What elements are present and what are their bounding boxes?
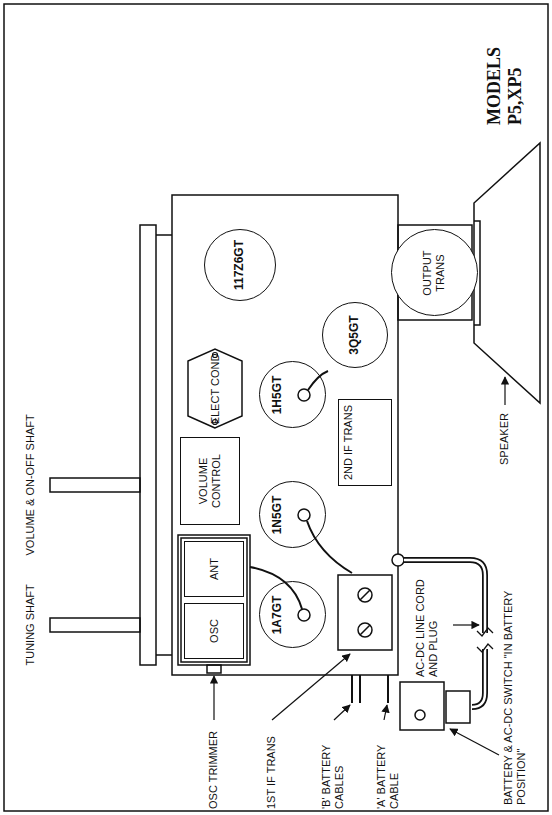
leader-line <box>272 654 350 720</box>
tuning-shaft <box>50 618 140 632</box>
chassis <box>172 195 398 675</box>
leader-line <box>213 676 214 720</box>
volume-shaft <box>50 478 140 492</box>
leader-line <box>450 729 499 755</box>
tube-top-cap <box>298 609 310 621</box>
grid-lead <box>307 521 352 573</box>
callout-label: OSC TRIMMER <box>207 723 220 809</box>
part-label: 1H5GT <box>271 376 285 415</box>
part-label: ANT <box>208 558 221 580</box>
tube-socket: 1H5GT <box>259 362 326 429</box>
gang-frame <box>178 535 250 665</box>
cord-break <box>477 628 493 652</box>
leader-lines <box>214 377 505 755</box>
gang-section-box: OSC <box>184 603 244 659</box>
leader-line <box>384 705 387 720</box>
leader-line <box>453 624 479 625</box>
line-plug <box>446 691 470 723</box>
tube-top-cap <box>298 509 310 521</box>
callout-label: SPEAKER <box>498 413 511 465</box>
tube-socket: 1N5GT <box>259 482 326 549</box>
screw-slot <box>360 590 370 635</box>
cable-label: 'A' BATTERY CABLE <box>375 723 401 809</box>
part-label: OSC <box>208 619 221 643</box>
cord-core <box>404 560 485 707</box>
b-battery-cables <box>352 675 360 703</box>
battery-switch <box>400 682 444 730</box>
chassis-outline <box>4 4 548 811</box>
leader-line <box>334 705 350 720</box>
dial-bracket <box>156 235 172 655</box>
osc-trimmer <box>207 665 221 673</box>
shaft-label: TUNING SHAFT <box>24 584 37 665</box>
callout-label: 1ST IF TRANS <box>265 723 278 809</box>
cord-outline <box>404 560 485 707</box>
dial-plate <box>140 225 156 665</box>
gang-section-box: ANT <box>184 541 244 597</box>
a-battery-cable <box>387 675 389 703</box>
tube-socket: 1A7GT <box>259 582 326 649</box>
shaft-label: VOLUME & ON-OFF SHAFT <box>24 414 37 555</box>
cable-label: 'B' BATTERY CABLES <box>320 723 346 809</box>
callout-label: BATTERY & AC-DC SWITCH "IN BATTERY POSIT… <box>502 555 528 805</box>
tube-socket: 3Q5GT <box>322 302 388 368</box>
part-label: 117Z6GT <box>233 240 247 290</box>
part-label: VOLUME CONTROL <box>197 438 222 524</box>
part-label: 1A7GT <box>271 596 285 635</box>
tube-socket: 117Z6GT <box>204 229 276 301</box>
tube-top-cap <box>298 389 310 401</box>
part-label: OUTPUT TRANS <box>421 231 446 316</box>
cord-grommet <box>392 554 404 566</box>
capacitor-can: ELECT COND <box>186 348 244 431</box>
first-if-can <box>338 575 392 650</box>
gang-frame-inner <box>181 538 247 662</box>
transformer-circle: OUTPUT TRANS <box>391 230 478 317</box>
callout-label: AC-DC LINE CORD AND PLUG <box>414 567 440 677</box>
switch-screw <box>415 710 425 720</box>
model-title: MODELS P5,XP5 <box>484 10 525 125</box>
flange-outline <box>188 350 242 429</box>
control-box: VOLUME CONTROL <box>180 437 240 525</box>
page-border <box>4 4 548 811</box>
transformer-box: 2ND IF TRANS <box>338 399 392 486</box>
leader-line <box>504 377 505 405</box>
part-label: 1N5GT <box>271 496 285 535</box>
speaker-cone <box>474 143 540 403</box>
part-label: 2ND IF TRANS <box>342 405 355 480</box>
part-label: 3Q5GT <box>348 315 362 354</box>
part-label: ELECT COND <box>209 354 222 425</box>
line-cord <box>404 560 493 707</box>
